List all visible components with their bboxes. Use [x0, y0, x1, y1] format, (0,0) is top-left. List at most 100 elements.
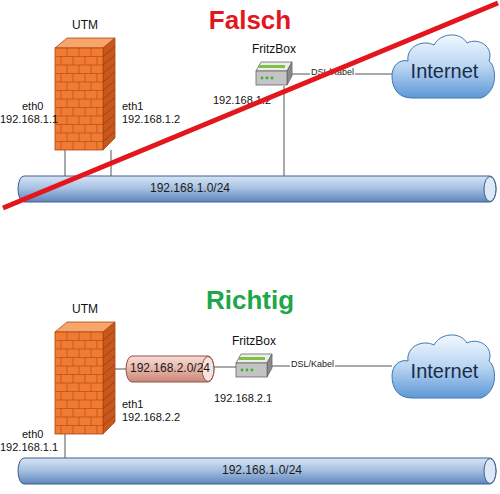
wall-front [55, 332, 103, 434]
router-strip [259, 65, 285, 68]
network-link [284, 86, 285, 176]
router-led [251, 369, 254, 372]
brick-line [55, 374, 103, 375]
brick-line [91, 99, 92, 108]
router-led [266, 77, 269, 80]
router-top [236, 354, 272, 363]
brick-line [73, 341, 74, 350]
section-heading: Richtig [206, 286, 294, 315]
ip-address: 192.168.2.2 [122, 411, 180, 423]
network-address: 192.168.1.0/24 [150, 182, 230, 195]
brick-line [103, 72, 115, 82]
brick-line [67, 48, 68, 57]
brick-line [79, 366, 80, 375]
firewall-node: UTM [55, 322, 115, 434]
pipe-body [126, 356, 214, 382]
brick-line [67, 133, 68, 142]
router-strip [239, 357, 265, 360]
cloud-node: Internet [392, 330, 497, 410]
brick-line [79, 82, 80, 91]
router-shape [236, 354, 272, 378]
brick-line [61, 409, 62, 418]
brick-line [79, 133, 80, 142]
brick-line [73, 91, 74, 100]
brick-line [61, 91, 62, 100]
brick-line [79, 349, 80, 358]
brick-line [61, 375, 62, 384]
brick-line [85, 426, 86, 435]
brick-line [85, 358, 86, 367]
brick-line [85, 375, 86, 384]
brick-line [103, 89, 115, 99]
brick-line [79, 400, 80, 409]
brick-line [91, 48, 92, 57]
pipe-body [18, 458, 496, 484]
brick-line [55, 124, 103, 125]
brick-line [61, 74, 62, 83]
wall-shape [55, 38, 115, 150]
router-led [241, 369, 244, 372]
brick-line [103, 55, 115, 65]
router-node: FritzBox [236, 354, 272, 378]
brick-line [85, 108, 86, 117]
brick-line [103, 106, 115, 116]
brick-line [73, 142, 74, 151]
brick-line [97, 426, 98, 435]
interface-name: eth1 [122, 398, 143, 410]
brick-line [79, 383, 80, 392]
router-side [267, 354, 272, 377]
brick-line [85, 57, 86, 66]
brick-line [73, 358, 74, 367]
brick-line [67, 82, 68, 91]
brick-line [97, 57, 98, 66]
brick-line [79, 48, 80, 57]
brick-line [79, 65, 80, 74]
device-name: FritzBox [232, 335, 276, 348]
brick-line [55, 391, 103, 392]
network-link [214, 367, 236, 368]
network-link [111, 150, 112, 176]
brick-line [103, 47, 115, 57]
brick-line [67, 366, 68, 375]
cloud-node: Internet [392, 30, 497, 110]
brick-line [97, 108, 98, 117]
brick-line [73, 74, 74, 83]
interface-name: eth1 [122, 100, 143, 112]
brick-line [73, 125, 74, 134]
brick-line [61, 108, 62, 117]
router-front [256, 71, 287, 85]
brick-line [85, 74, 86, 83]
brick-line [55, 141, 103, 142]
brick-line [67, 332, 68, 341]
network-address: 192.168.2.0/24 [130, 362, 210, 375]
router-node: FritzBox [256, 62, 292, 86]
pipe-end [484, 459, 496, 484]
device-name: UTM [72, 19, 98, 32]
link-label: DSL/Kabel [290, 360, 335, 370]
brick-line [73, 57, 74, 66]
brick-line [79, 99, 80, 108]
brick-line [85, 392, 86, 401]
wall-side [103, 38, 115, 150]
cloud-label: Internet [411, 60, 479, 82]
section-heading: Falsch [209, 6, 291, 35]
brick-line [85, 341, 86, 350]
brick-line [103, 348, 115, 358]
network-link [65, 150, 66, 176]
cloud-outline [392, 335, 495, 398]
brick-line [85, 409, 86, 418]
router-led [271, 77, 274, 80]
ip-address: 192.168.1.2 [213, 94, 271, 106]
device-name: UTM [72, 303, 98, 316]
brick-line [97, 142, 98, 151]
brick-line [61, 125, 62, 134]
brick-line [79, 417, 80, 426]
brick-line [55, 56, 103, 57]
brick-line [103, 416, 115, 426]
brick-line [103, 365, 115, 375]
brick-line [103, 390, 115, 400]
brick-line [103, 356, 115, 366]
brick-line [103, 123, 115, 133]
brick-line [55, 357, 103, 358]
